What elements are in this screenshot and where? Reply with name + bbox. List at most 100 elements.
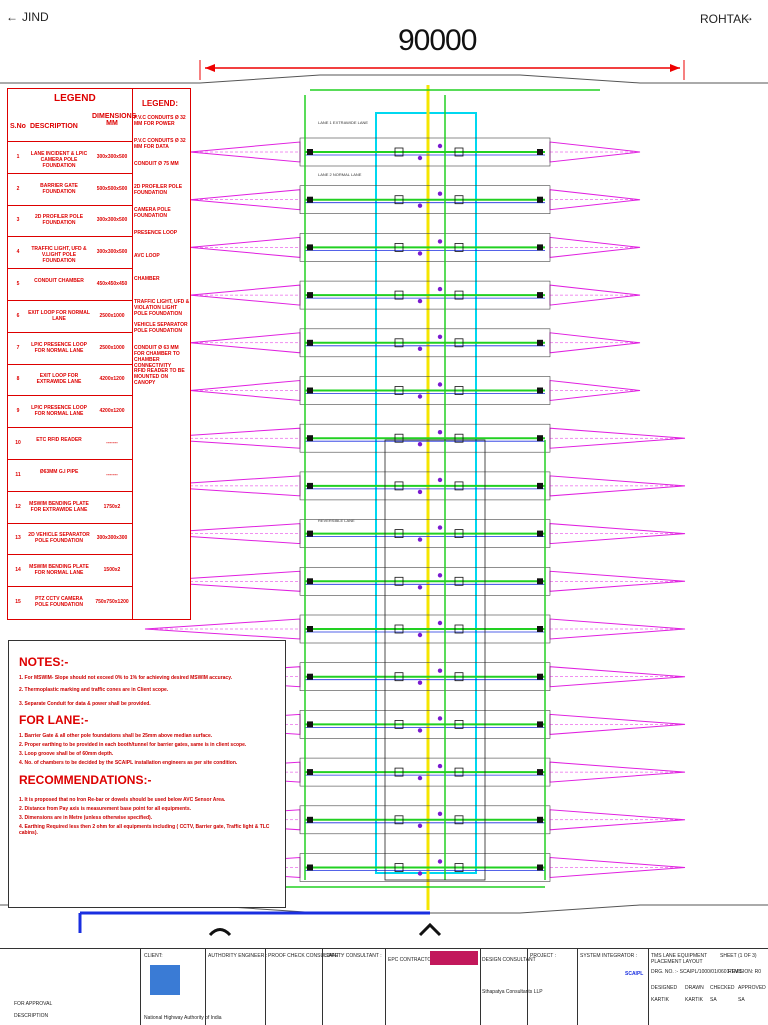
legend-description: MSWIM BENDING PLATE FOR NORMAL LANE (29, 564, 89, 577)
lane-chamber (307, 435, 313, 442)
lane-chamber (537, 769, 543, 776)
lane-pole (437, 382, 443, 387)
lane-chamber (307, 864, 313, 871)
lane-chamber (537, 530, 543, 537)
lane-island (299, 423, 551, 453)
lane-chamber (307, 339, 313, 346)
lane-chamber (537, 673, 543, 680)
lane-note-item: 3. Loop groove shall be of 60mm depth. (19, 751, 114, 757)
lane-island (299, 614, 551, 644)
lane-chamber (537, 626, 543, 632)
lane-loop (454, 863, 464, 872)
lane-pole (417, 823, 423, 828)
lane-label-normal: LANE 2 NORMAL LANE (318, 172, 362, 177)
lane-loop (394, 863, 404, 872)
lane-notes-title: FOR LANE:- (19, 713, 89, 727)
lane-pole (437, 143, 443, 149)
lane-loop (454, 195, 464, 205)
legend-symbol-item: RFID READER TO BE MOUNTED ON CANOPY (134, 368, 185, 386)
proof-label: PROOF CHECK CONSULTANT : (268, 953, 342, 959)
lane-pole (417, 728, 423, 733)
approved-by: SA (738, 997, 745, 1003)
legend-description: PTZ CCTV CAMERA POLE FOUNDATION (35, 596, 83, 609)
legend-description: LANE INCIDENT & LPIC CAMERA POLE FOUNDAT… (30, 150, 88, 169)
designed-by: KARTIK (651, 997, 669, 1003)
lane-pole (437, 334, 443, 339)
recommendation-item: 1. It is proposed that no Iron Re-bar or… (19, 797, 226, 803)
right-arrow-icon: → (742, 10, 754, 24)
lane-loop (394, 195, 404, 205)
legend-description: ETC RFID READER (36, 437, 82, 444)
description-text: DESCRIPTION (14, 1013, 49, 1019)
lane-note-item: 2. Proper earthing to be provided in eac… (19, 742, 247, 748)
legend-sno: 7 (16, 344, 20, 351)
legend-sno: 11 (15, 471, 21, 478)
title-block: FOR APPROVAL DESCRIPTION CLIENT: Nationa… (0, 948, 768, 1025)
legend-title: LEGEND (54, 93, 96, 104)
lane-island (299, 376, 551, 405)
legend-description: EXIT LOOP FOR EXTRAWIDE LANE (36, 373, 82, 386)
design-label: DESIGN CONSULTANT (482, 957, 536, 963)
legend-dimension: 500x500x500 (96, 185, 128, 192)
lane-pole (417, 251, 423, 256)
lane-loop (394, 815, 404, 825)
lane-island (299, 519, 551, 548)
lane-island (299, 471, 551, 501)
lane-island (299, 233, 551, 262)
lane-chamber (307, 292, 313, 299)
legend-sno: 14 (15, 567, 21, 574)
lane-loop (394, 720, 404, 729)
legend-dimension: 300x300x500 (96, 217, 128, 224)
lane-pole (437, 525, 443, 530)
lane-island (299, 185, 551, 214)
overall-dimension: 90000 (398, 24, 477, 57)
lane-note-item: 1. Barrier Gate & all other pole foundat… (19, 733, 213, 739)
legend-dimension: ------- (106, 471, 118, 478)
recommendation-item: 3. Dimensions are in Metre (unless other… (19, 815, 153, 821)
legend-sno: 4 (16, 249, 20, 256)
legend-col-desc: DESCRIPTION (30, 123, 78, 130)
lane-chamber (307, 196, 313, 203)
legend-dimension: 450x450x450 (96, 281, 128, 288)
for-approval-text: FOR APPROVAL (14, 1001, 53, 1007)
legend-dimension: 4200x1200 (99, 408, 125, 415)
legend-dimension: 300x300x300 (96, 535, 128, 542)
legend-description: LPIC PRESENCE LOOP FOR NORMAL LANE (31, 405, 87, 418)
lane-chamber (537, 339, 543, 346)
authority-label: AUTHORITY ENGINEER : (208, 953, 268, 959)
lane-chamber (307, 482, 313, 489)
lane-chamber (307, 149, 313, 155)
legend-description: LPIC PRESENCE LOOP FOR NORMAL LANE (31, 341, 87, 354)
legend-divider (132, 89, 133, 619)
legend-row: 14 MSWIM BENDING PLATE FOR NORMAL LANE 150… (8, 554, 132, 587)
lane-pole (417, 871, 423, 876)
lane-chamber (307, 530, 313, 537)
legend-sno: 8 (16, 376, 20, 383)
integrator-label: SYSTEM INTEGRATOR : (580, 953, 638, 959)
lane-pole (437, 477, 443, 483)
lane-pole (417, 775, 423, 781)
drawing-number: DRG. NO. :- SCAIPL/1000/01/0601-TMS (651, 969, 742, 975)
legend-dimension: 1750x2 (103, 503, 121, 510)
lane-chamber (307, 673, 313, 680)
lane-pole (437, 620, 443, 626)
designed-label: DESIGNED (651, 985, 678, 991)
lane-island (299, 710, 551, 739)
lane-chamber (537, 292, 543, 299)
road-boundary-top (0, 74, 768, 84)
recommendation-item: 2. Distance from Pay axis is measurement… (19, 806, 192, 812)
bottom-mark-left (208, 928, 232, 937)
legend-symbol-item: AVC LOOP (134, 253, 160, 259)
lane-chamber (307, 769, 313, 776)
legend-dimension: 1500x2 (103, 567, 121, 574)
integrator-name: SCAIPL (625, 971, 644, 977)
recommendation-item: 4. Earthing Required less then 2 ohm for… (19, 824, 270, 836)
lane-loop (454, 338, 464, 348)
